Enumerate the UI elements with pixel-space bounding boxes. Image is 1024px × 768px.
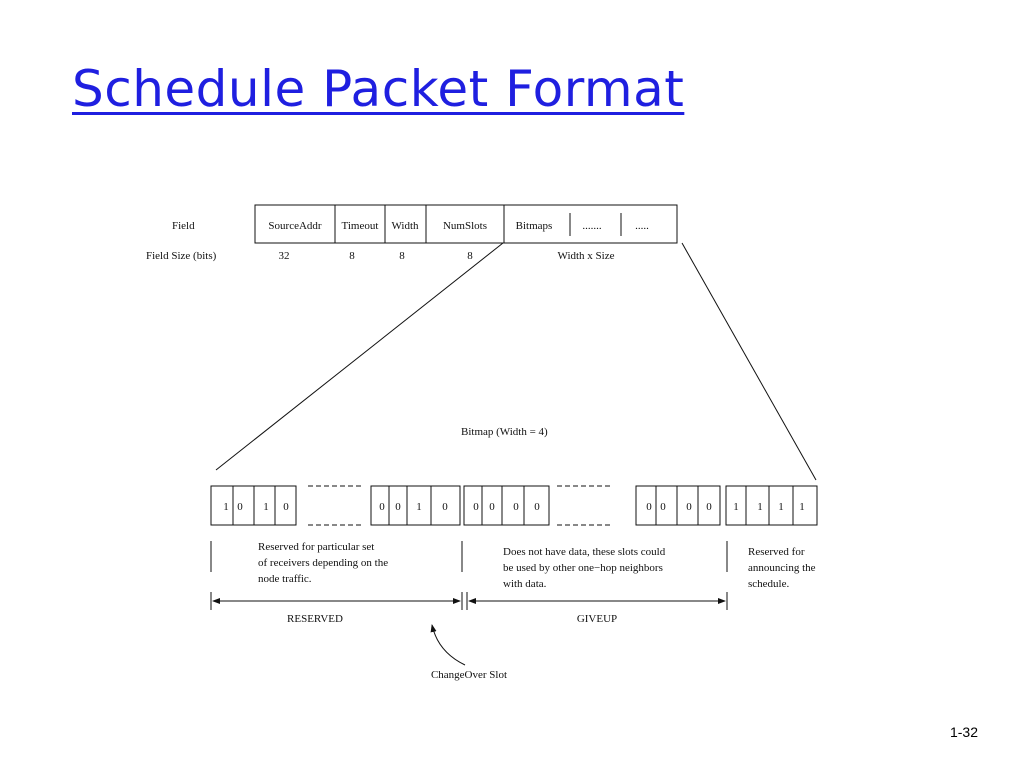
changeover-arrow: [430, 624, 466, 666]
bitmap-frame: [370, 485, 461, 526]
note-line: Reserved for: [748, 546, 805, 558]
giveup-note: Does not have data, these slots could be…: [503, 546, 666, 590]
bit-value: 1: [757, 501, 763, 513]
note-line: of receivers depending on the: [258, 557, 388, 569]
field-size-sourceaddr: 32: [279, 250, 290, 262]
bit-value: 0: [283, 501, 289, 513]
bitmap-group-3: 0 0 0 0: [463, 485, 550, 526]
bit-value: 1: [733, 501, 739, 513]
field-size-width: 8: [399, 250, 405, 262]
zoom-line-right: [681, 242, 817, 481]
bit-value: 0: [395, 501, 401, 513]
note-line: schedule.: [748, 578, 789, 590]
field-size-numslots: 8: [467, 250, 473, 262]
slide-number: 1-32: [949, 724, 978, 740]
bitmap-group-1: 1 0 1 0: [210, 485, 297, 526]
schedule-note: Reserved for announcing the schedule.: [748, 546, 816, 590]
bit-value: 0: [686, 501, 692, 513]
bit-value: 1: [416, 501, 422, 513]
packet-fields: SourceAddr Timeout Width NumSlots Bitmap…: [254, 204, 678, 262]
field-name-width: Width: [391, 220, 419, 232]
changeover-label: ChangeOver Slot: [431, 669, 507, 681]
field-name-bitmaps: Bitmaps: [516, 220, 553, 232]
bit-value: 1: [263, 501, 269, 513]
field-name-ellipsis-2: .....: [635, 220, 649, 232]
bit-value: 0: [489, 501, 495, 513]
bitmap-frame: [635, 485, 721, 526]
note-line: Reserved for particular set: [258, 541, 374, 553]
bit-value: 0: [379, 501, 385, 513]
reserved-range-label: RESERVED: [287, 613, 343, 625]
field-row-label: Field: [172, 220, 195, 232]
bit-value: 1: [799, 501, 805, 513]
note-line: announcing the: [748, 562, 816, 574]
bitmap-group-5: 1 1 1 1: [725, 485, 818, 526]
field-name-timeout: Timeout: [342, 220, 379, 232]
bitmap-group-4: 0 0 0 0: [635, 485, 721, 526]
bit-value: 0: [473, 501, 479, 513]
field-size-bitmaps: Width x Size: [558, 250, 615, 262]
field-size-timeout: 8: [349, 250, 355, 262]
bit-value: 0: [706, 501, 712, 513]
note-line: with data.: [503, 578, 547, 590]
field-size-row-label: Field Size (bits): [146, 250, 217, 262]
slide-title: Schedule Packet Format: [72, 60, 685, 118]
bit-value: 0: [534, 501, 540, 513]
reserved-note: Reserved for particular set of receivers…: [258, 541, 388, 585]
bit-value: 0: [660, 501, 666, 513]
bitmap-title: Bitmap (Width = 4): [461, 426, 548, 438]
bit-value: 0: [646, 501, 652, 513]
bitmap-group-2: 0 0 1 0: [370, 485, 461, 526]
bitmap-frame: [725, 485, 818, 526]
note-line: Does not have data, these slots could: [503, 546, 666, 558]
note-line: be used by other one−hop neighbors: [503, 562, 663, 574]
packet-frame: [254, 204, 678, 244]
field-name-numslots: NumSlots: [443, 220, 487, 232]
field-name-ellipsis-1: .......: [582, 220, 602, 232]
bitmap-frame: [463, 485, 550, 526]
zoom-line-left: [215, 242, 504, 471]
note-line: node traffic.: [258, 573, 312, 585]
field-name-sourceaddr: SourceAddr: [268, 220, 321, 232]
bit-value: 1: [778, 501, 784, 513]
bit-value: 0: [442, 501, 448, 513]
giveup-range-label: GIVEUP: [577, 613, 617, 625]
bit-value: 0: [237, 501, 243, 513]
bit-value: 1: [223, 501, 229, 513]
bit-value: 0: [513, 501, 519, 513]
